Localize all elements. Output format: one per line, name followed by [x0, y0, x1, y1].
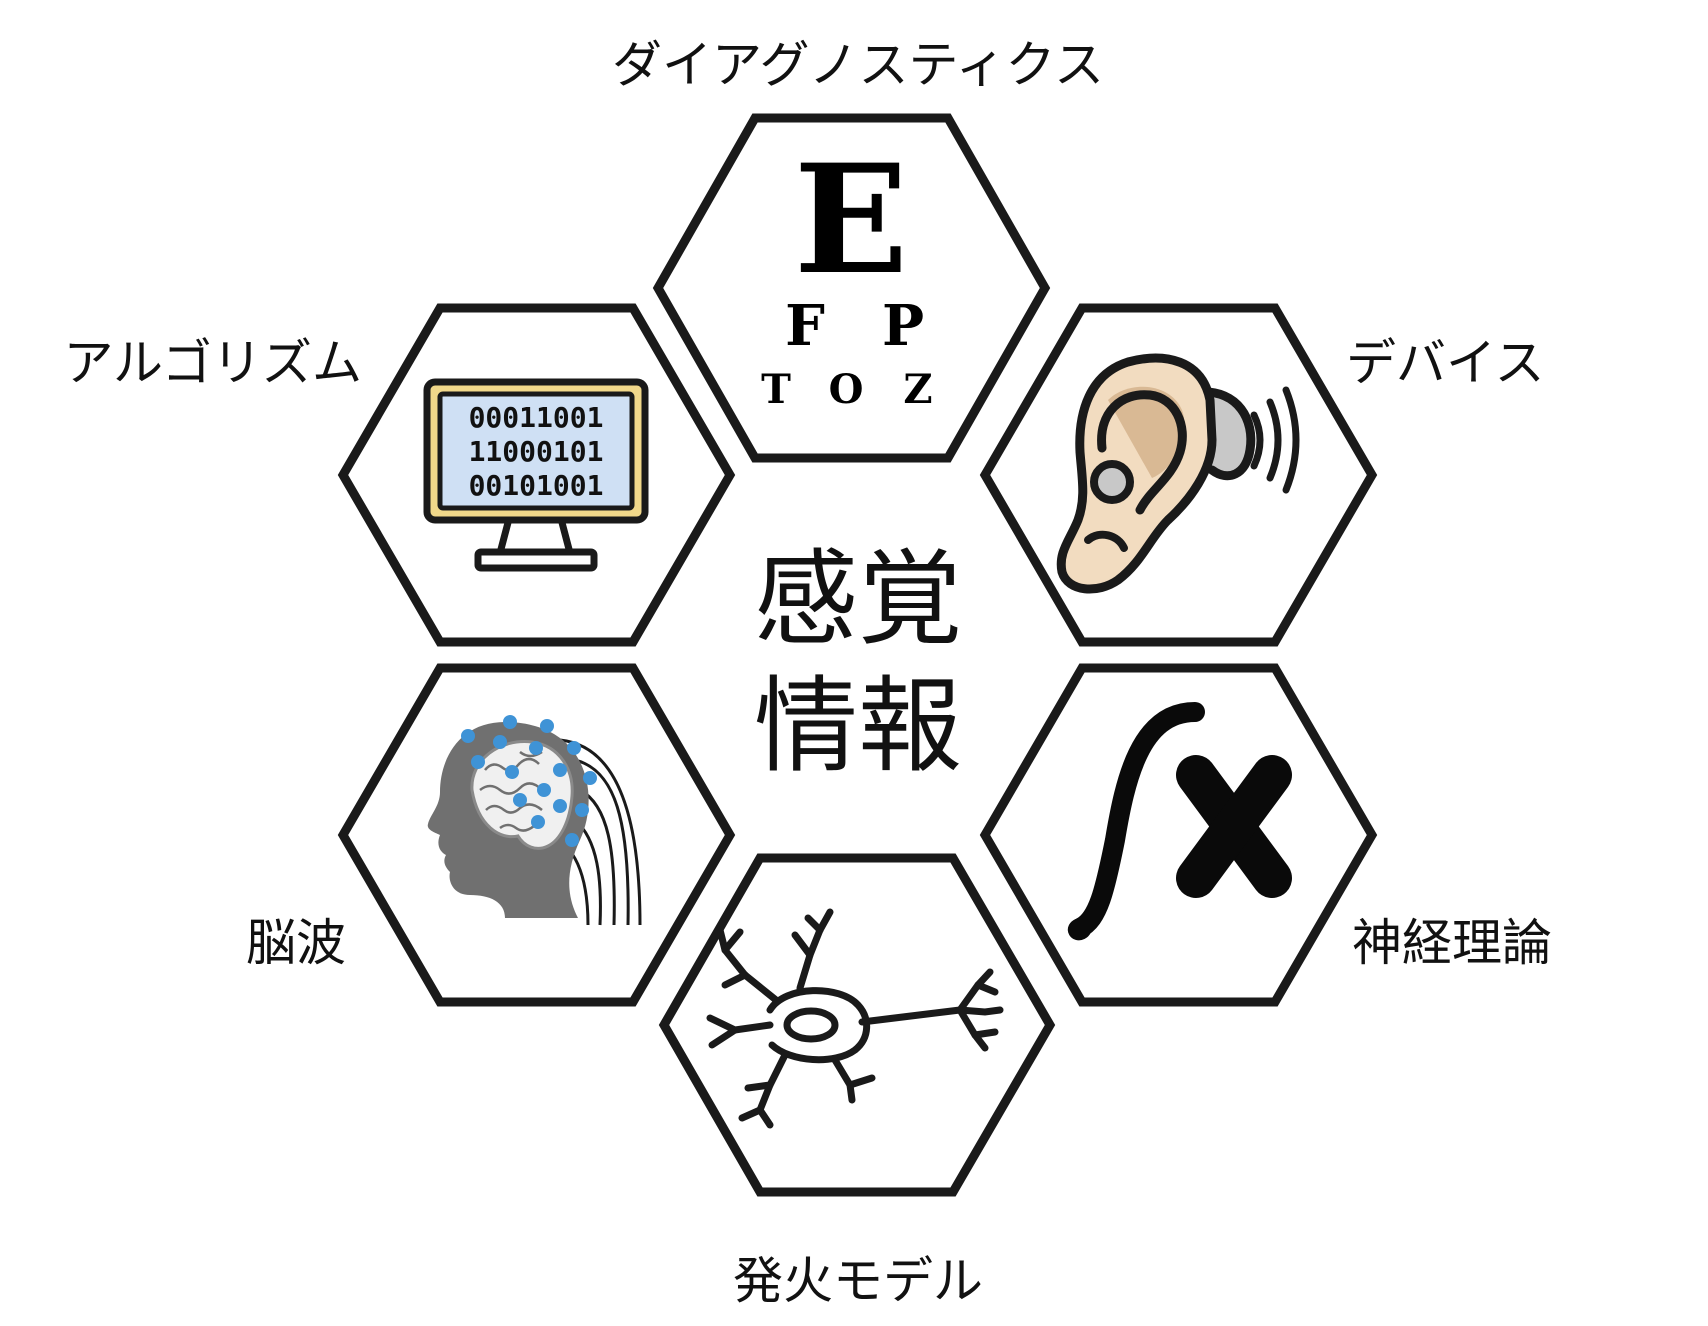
hex-firing-model: [658, 853, 1056, 1197]
hex-devices: [979, 303, 1378, 647]
label-firing-model: 発火モデル: [733, 1252, 983, 1310]
hearing-aid-icon: [1056, 353, 1300, 594]
center-title: 感覚 情報: [754, 538, 962, 787]
eye-chart-icon: E F P T O Z: [761, 132, 932, 413]
binary-row-1: 00011001: [469, 401, 604, 434]
hex-diagnostics: E F P T O Z: [652, 113, 1051, 463]
center-title-line-1: 感覚: [754, 538, 962, 660]
hex-eeg: [337, 663, 736, 1007]
monitor-icon: 00011001 11000101 00101001: [423, 378, 649, 572]
eye-chart-letter-o: O: [829, 366, 864, 413]
eye-chart-letter-t: T: [761, 366, 791, 413]
eye-chart-letter-f: F: [785, 293, 825, 359]
label-diagnostics: ダイアグノスティクス: [612, 36, 1104, 94]
eye-chart-letter-e: E: [794, 132, 908, 308]
label-neural-theory: 神経理論: [1352, 914, 1552, 972]
label-algorithms: アルゴリズム: [64, 334, 363, 392]
label-devices: デバイス: [1346, 334, 1545, 392]
hex-algorithms: 00011001 11000101 00101001: [337, 303, 736, 647]
integral-x-icon: [1067, 702, 1292, 941]
neuron-icon: [706, 908, 1004, 1129]
eeg-head-icon: [427, 715, 642, 926]
label-eeg: 脳波: [246, 914, 346, 972]
eye-chart-letter-p: P: [882, 293, 924, 359]
electrode-dots: [461, 715, 597, 847]
hex-neural-theory: [979, 663, 1378, 1007]
binary-row-3: 00101001: [469, 469, 604, 502]
binary-row-2: 11000101: [469, 435, 604, 468]
eye-chart-letter-z: Z: [903, 366, 932, 413]
center-title-line-2: 情報: [754, 665, 962, 787]
